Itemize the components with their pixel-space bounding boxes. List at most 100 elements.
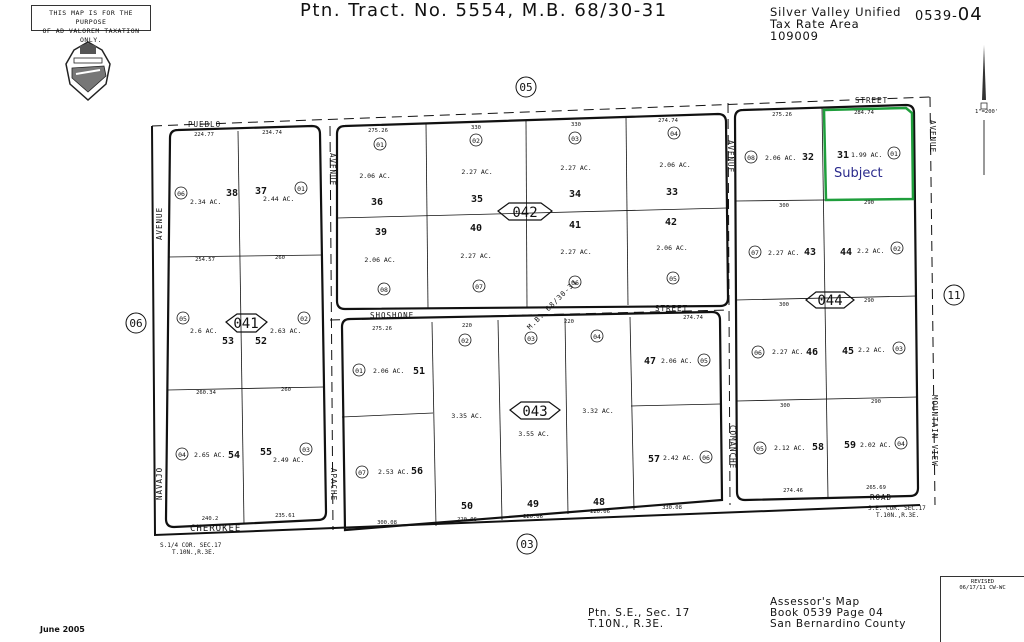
svg-text:2.6 AC.: 2.6 AC. — [190, 327, 217, 335]
svg-text:59: 59 — [844, 440, 856, 451]
svg-text:284.74: 284.74 — [854, 110, 875, 116]
svg-text:1.99 AC.: 1.99 AC. — [851, 151, 882, 159]
revised-value: 06/17/11 CW-WC — [959, 585, 1006, 591]
svg-text:05: 05 — [700, 357, 708, 365]
street-north-east: STREET — [855, 96, 888, 105]
assessor-line-3: San Bernardino County — [770, 618, 907, 630]
svg-text:03: 03 — [571, 135, 579, 143]
svg-text:2.65 AC.: 2.65 AC. — [194, 451, 225, 459]
svg-text:43: 43 — [804, 247, 816, 258]
north-arrow-icon — [980, 45, 988, 175]
svg-text:08: 08 — [380, 286, 388, 294]
adjacent-page-south: 03 — [520, 538, 533, 551]
street-pueblo: PUEBLO — [188, 120, 221, 129]
subject-label: Subject — [834, 166, 883, 181]
map-number: 0539-04 — [915, 4, 983, 25]
tax-rate-area-label: Tax Rate Area — [770, 17, 860, 31]
svg-text:2.06 AC.: 2.06 AC. — [661, 357, 692, 365]
street-cherokee: CHEROKEE — [190, 524, 241, 534]
street-mountain-view: MOUNTAIN VIEW — [930, 395, 939, 467]
svg-text:06: 06 — [177, 190, 185, 198]
svg-text:35: 35 — [471, 194, 483, 205]
svg-text:290: 290 — [871, 399, 881, 405]
svg-text:330.08: 330.08 — [662, 505, 682, 511]
assessor-line-1: Assessor's Map — [770, 596, 860, 608]
svg-text:330: 330 — [571, 122, 581, 128]
street-avenue-west: AVENUE — [155, 207, 164, 240]
map-page: 04 — [957, 4, 983, 25]
svg-text:290: 290 — [864, 200, 874, 206]
svg-text:330: 330 — [471, 125, 481, 131]
svg-text:2.06 AC.: 2.06 AC. — [659, 161, 690, 169]
svg-text:2.27 AC.: 2.27 AC. — [772, 348, 803, 356]
svg-text:2.27 AC.: 2.27 AC. — [560, 248, 591, 256]
svg-text:54: 54 — [228, 450, 240, 461]
block-041-label: 041 — [233, 316, 258, 332]
adjacent-page-north: 05 — [519, 81, 532, 94]
svg-text:05: 05 — [179, 315, 187, 323]
svg-text:220.06: 220.06 — [523, 514, 543, 520]
svg-text:33: 33 — [666, 187, 678, 198]
svg-text:3.35 AC.: 3.35 AC. — [451, 412, 482, 420]
svg-text:275.26: 275.26 — [368, 128, 388, 134]
svg-text:32: 32 — [802, 152, 814, 163]
svg-text:2.2 AC.: 2.2 AC. — [858, 346, 885, 354]
svg-text:56: 56 — [411, 466, 423, 477]
svg-text:274.46: 274.46 — [783, 488, 803, 494]
svg-text:220.06: 220.06 — [590, 509, 610, 515]
svg-text:265.69: 265.69 — [866, 485, 886, 491]
svg-text:05: 05 — [756, 445, 764, 453]
svg-text:02: 02 — [461, 337, 469, 345]
svg-text:06: 06 — [571, 279, 579, 287]
corner-note-se-2: T.10N.,R.3E. — [876, 512, 919, 519]
svg-text:275.26: 275.26 — [772, 112, 792, 118]
svg-text:07: 07 — [358, 469, 366, 477]
tax-rate-area: Silver Valley Unified Tax Rate Area 1090… — [770, 6, 901, 42]
street-shoshone-east: STREET — [655, 304, 688, 313]
svg-text:45: 45 — [842, 346, 854, 357]
svg-text:01: 01 — [297, 185, 305, 193]
assessor-reference: Assessor's Map Book 0539 Page 04 San Ber… — [770, 597, 906, 630]
svg-text:04: 04 — [897, 440, 905, 448]
svg-text:275.26: 275.26 — [372, 326, 392, 332]
scale-label: 1"=200' — [975, 109, 999, 115]
svg-text:3.55 AC.: 3.55 AC. — [518, 430, 549, 438]
street-navajo: NAVAJO — [155, 467, 164, 500]
section-line-2: T.10N., R.3E. — [588, 618, 664, 630]
svg-text:42: 42 — [665, 217, 677, 228]
svg-text:300: 300 — [779, 203, 789, 209]
svg-text:07: 07 — [475, 283, 483, 291]
corner-note-sw-2: T.10N.,R.3E. — [172, 549, 215, 556]
corner-note-sw: S.1/4 COR. SEC.17 — [160, 542, 222, 549]
svg-text:2.06 AC.: 2.06 AC. — [656, 244, 687, 252]
tax-rate-area-code: 109009 — [770, 29, 819, 43]
svg-text:300: 300 — [779, 302, 789, 308]
map-date: June 2005 — [40, 625, 85, 634]
svg-text:52: 52 — [255, 336, 267, 347]
svg-text:55: 55 — [260, 447, 272, 458]
map-book: 0539- — [915, 9, 958, 24]
disclaimer-line-1: THIS MAP IS FOR THE PURPOSE — [49, 9, 133, 26]
svg-text:260: 260 — [281, 387, 291, 393]
svg-text:02: 02 — [472, 137, 480, 145]
svg-text:254.57: 254.57 — [195, 257, 215, 263]
svg-text:06: 06 — [754, 349, 762, 357]
svg-text:01: 01 — [355, 367, 363, 375]
block-044-label: 044 — [817, 293, 842, 309]
svg-text:260.34: 260.34 — [196, 390, 217, 396]
svg-text:57: 57 — [648, 454, 660, 465]
svg-text:274.74: 274.74 — [683, 315, 704, 321]
